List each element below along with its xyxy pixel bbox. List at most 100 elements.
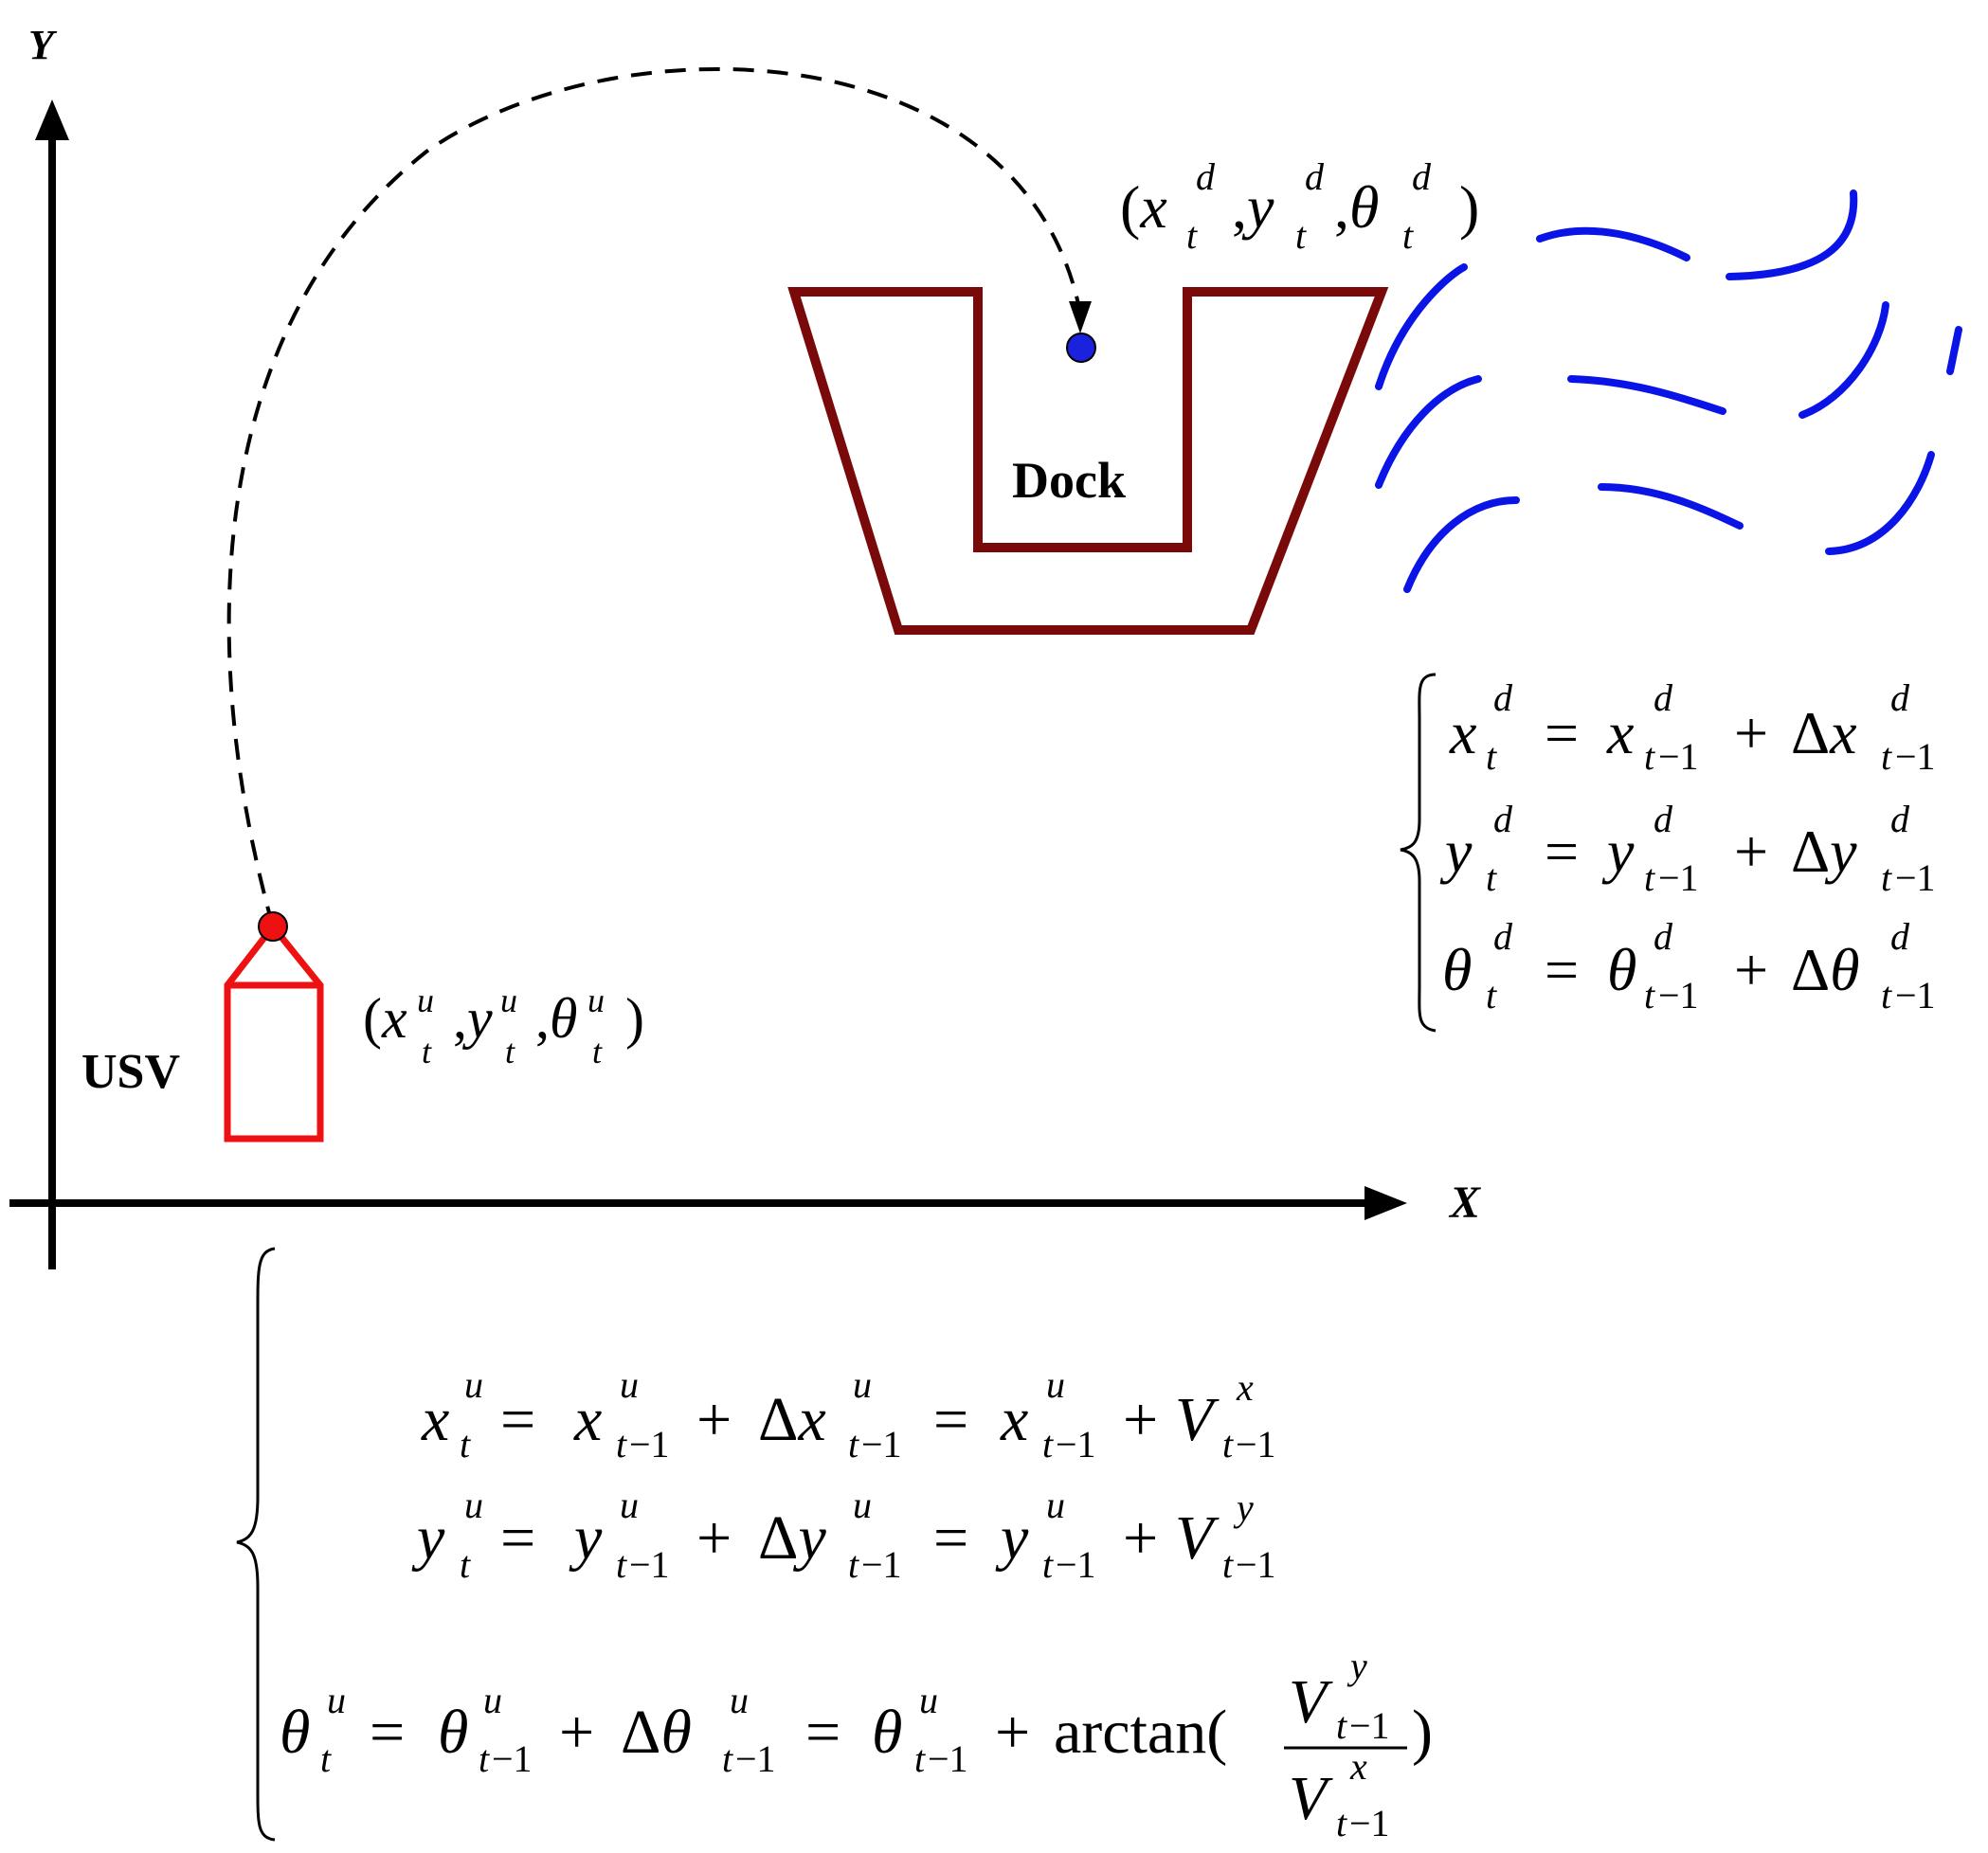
svg-text:t: t [1881, 735, 1892, 778]
svg-text:−1: −1 [492, 1737, 533, 1780]
svg-text:t: t [460, 1543, 471, 1586]
usv-equation-system: x u t = x u t−1 + Δx u t−1 = x u t−1 + V… [236, 1247, 1433, 1844]
svg-text:t: t [1881, 974, 1892, 1016]
usv-equations-brace [236, 1247, 276, 1842]
svg-text:t: t [848, 1423, 859, 1466]
dock-equations-brace [1400, 673, 1437, 1033]
svg-text:−1: −1 [1895, 735, 1936, 778]
svg-text:d: d [1890, 798, 1910, 840]
svg-text:t: t [1222, 1543, 1234, 1586]
svg-text:θ: θ [872, 1698, 902, 1767]
svg-text:t: t [592, 1033, 603, 1070]
svg-text:u: u [1046, 1363, 1065, 1406]
svg-text:x: x [421, 1385, 449, 1454]
svg-text:=: = [1545, 818, 1579, 885]
wave-stroke [1375, 263, 1468, 390]
wave-stroke [1798, 301, 1889, 419]
water-waves [1375, 189, 1962, 593]
svg-text:−1: −1 [1056, 1543, 1096, 1586]
svg-text:t: t [848, 1543, 859, 1586]
svg-text:y: y [569, 1503, 603, 1573]
svg-text:=: = [500, 1503, 535, 1573]
svg-text:): ) [625, 987, 644, 1050]
svg-text:,θ: ,θ [1334, 173, 1379, 241]
svg-text:x: x [1449, 699, 1476, 766]
svg-text:u: u [620, 1363, 639, 1406]
svg-text:d: d [1890, 676, 1910, 719]
svg-text:u: u [464, 1363, 483, 1406]
svg-text:y: y [1439, 818, 1473, 885]
svg-text:=: = [933, 1503, 968, 1573]
wave-stroke [1403, 496, 1520, 593]
svg-text:t: t [1042, 1423, 1054, 1466]
svg-text:V: V [1175, 1503, 1220, 1573]
svg-text:u: u [464, 1484, 483, 1526]
svg-text:+: + [995, 1698, 1030, 1767]
dock-label: Dock [1012, 452, 1126, 509]
svg-text:=: = [1545, 699, 1579, 766]
svg-text:−1: −1 [629, 1423, 670, 1466]
dock-equation-y: y d t = y d t−1 + Δy d t−1 [1439, 798, 1936, 899]
wave-stroke [1726, 189, 1858, 280]
svg-text:t: t [479, 1737, 490, 1780]
svg-text:−1: −1 [629, 1543, 670, 1586]
svg-text:Δx: Δx [758, 1385, 826, 1454]
svg-text:u: u [919, 1679, 938, 1721]
svg-text:−1: −1 [1658, 974, 1699, 1016]
svg-text:−1: −1 [861, 1543, 902, 1586]
svg-text:θ: θ [1607, 936, 1636, 1003]
usv-equation-x: x u t = x u t−1 + Δx u t−1 = x u t−1 + V… [421, 1363, 1276, 1466]
svg-text:d: d [1654, 798, 1673, 840]
svg-text:t: t [914, 1737, 926, 1780]
svg-text:t: t [1486, 974, 1497, 1016]
svg-text:t: t [1336, 1802, 1347, 1844]
svg-text:y: y [1233, 1486, 1254, 1529]
svg-text:y: y [1601, 818, 1635, 885]
svg-text:,θ: ,θ [535, 987, 577, 1050]
svg-text:t: t [1644, 974, 1655, 1016]
svg-text:=: = [805, 1698, 840, 1767]
svg-text:t: t [616, 1543, 627, 1586]
svg-text:+: + [696, 1503, 732, 1573]
svg-text:): ) [1412, 1698, 1433, 1767]
svg-text:u: u [327, 1679, 346, 1721]
svg-text:u: u [853, 1363, 872, 1406]
svg-text:t: t [722, 1737, 733, 1780]
svg-text:−1: −1 [1236, 1423, 1276, 1466]
svg-text:+: + [696, 1385, 732, 1454]
usv-hull [224, 921, 324, 1142]
svg-text:−1: −1 [861, 1423, 902, 1466]
usv-trajectory-path [226, 67, 1082, 927]
dock-equation-theta: θ d t = θ d t−1 + Δθ d t−1 [1442, 915, 1936, 1016]
y-axis-arrowhead [35, 99, 69, 140]
dock-target-point [1066, 333, 1096, 363]
svg-text:y: y [995, 1503, 1029, 1573]
svg-text:u: u [620, 1484, 639, 1526]
dock-equation-system: x d t = x d t−1 + Δx d t−1 y d t = y d t… [1400, 673, 1936, 1033]
dock-equation-x: x d t = x d t−1 + Δx d t−1 [1449, 676, 1936, 778]
svg-text:d: d [1196, 155, 1216, 198]
svg-text:x: x [1606, 699, 1634, 766]
svg-text:θ: θ [280, 1698, 310, 1767]
svg-text:+: + [1123, 1503, 1158, 1573]
svg-text:u: u [730, 1679, 749, 1721]
svg-text:t: t [1402, 214, 1414, 257]
svg-text:u: u [853, 1484, 872, 1526]
svg-text:(x: (x [1120, 173, 1167, 241]
svg-text:θ: θ [1442, 936, 1472, 1003]
svg-text:−1: −1 [1236, 1543, 1276, 1586]
svg-text:Δθ: Δθ [621, 1698, 692, 1767]
svg-text:t: t [320, 1737, 332, 1780]
svg-text:d: d [1890, 915, 1910, 958]
svg-text:y: y [411, 1503, 445, 1573]
svg-text:,y: ,y [1232, 173, 1274, 241]
svg-text:−1: −1 [1658, 856, 1699, 899]
svg-text:u: u [483, 1679, 502, 1721]
svg-text:Δy: Δy [1791, 818, 1857, 885]
svg-text:u: u [587, 981, 605, 1019]
trajectory-arrowhead [1069, 301, 1092, 333]
svg-text:=: = [370, 1698, 405, 1767]
usv-equation-y: y u t = y u t−1 + Δy u t−1 = y u t−1 + V… [411, 1484, 1276, 1586]
